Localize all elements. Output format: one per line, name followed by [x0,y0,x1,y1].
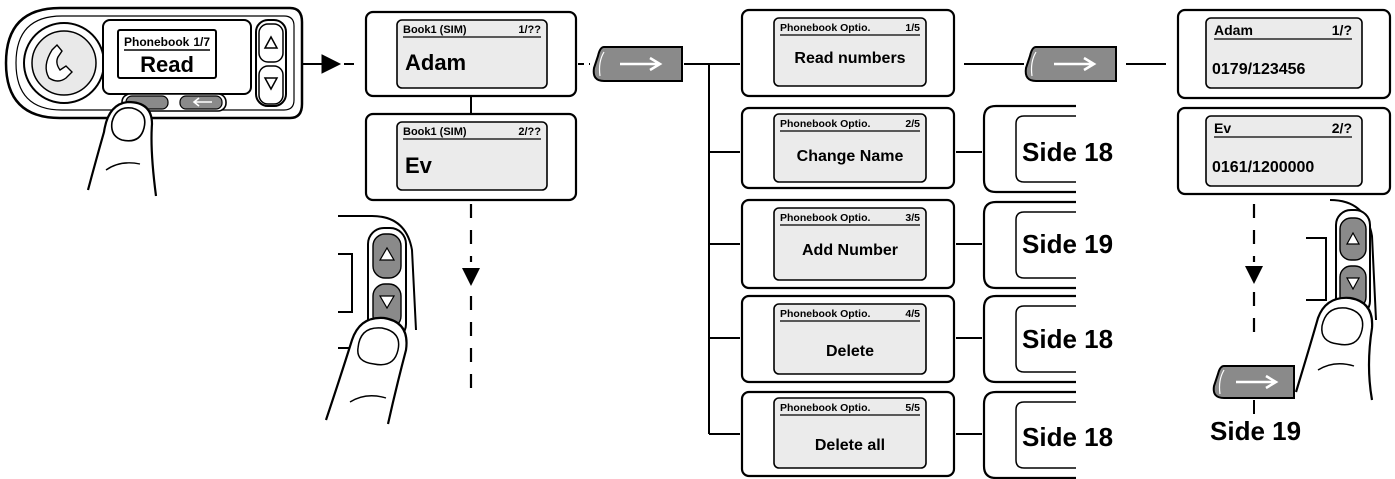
device-display-counter: 1/7 [193,35,210,49]
up-arrow-button[interactable] [1339,217,1367,261]
down-arrow-button[interactable] [258,65,284,105]
options-tree [684,63,740,435]
book-screen-1: Book1 (SIM) 1/?? Adam [364,10,578,98]
select-button-1[interactable] [592,46,683,82]
back-arrow-icon [192,97,212,107]
side-ref-2: Side 19 [1022,229,1113,259]
right-arrow-icon [1236,374,1279,390]
number-screen-2-counter: 2/? [1332,120,1352,136]
device-display [117,29,217,79]
device-display-title: Phonebook [124,35,190,49]
select-button-2[interactable] [1024,46,1117,82]
option-screen-1: Phonebook Optio. 1/5 Read numbers [740,8,956,98]
right-arrow-icon [1054,56,1097,72]
book-screen-1-title: Book1 (SIM) [403,24,467,36]
option-screen-1-title: Phonebook Optio. [780,22,870,34]
number-screen-2-value: 0161/1200000 [1212,159,1314,176]
option-screen-5-counter: 5/5 [905,402,920,414]
right-arrow-icon [620,56,663,72]
option-screen-1-counter: 1/5 [905,22,920,34]
scroll-down-indicator-1 [462,204,480,396]
option-screen-4-title: Phonebook Optio. [780,308,870,320]
book-screen-2: Book1 (SIM) 2/?? Ev [364,112,578,202]
side-ref-3: Side 18 [1022,324,1113,354]
option-screen-4-value: Delete [826,343,874,360]
number-screen-1: Adam 1/? 0179/123456 [1176,8,1392,100]
number-screen-1-counter: 1/? [1332,22,1352,38]
bottom-side-ref: Side 19 [1210,416,1301,446]
number-screen-1-title: Adam [1214,22,1253,38]
option-screen-2-value: Change Name [797,148,904,165]
scroll-down-indicator-2 [1245,204,1263,336]
up-arrow-button[interactable] [372,233,402,279]
option-screen-2-counter: 2/5 [905,118,920,130]
device-display-value: Read [140,52,194,77]
option-screen-3-counter: 3/5 [905,212,920,224]
book-screen-1-value: Adam [405,50,466,75]
option-screen-3: Phonebook Optio. 3/5 Add Number [740,198,956,290]
up-arrow-button[interactable] [258,23,284,63]
phone-call-icon[interactable] [23,22,105,104]
scroll-keys-hand-right [1294,199,1377,401]
option-screen-4-counter: 4/5 [905,308,920,320]
device-body-inner [15,15,295,111]
side-ref-box-1: Side 18 [982,104,1113,194]
option-screen-3-value: Add Number [802,242,898,259]
side-ref-box-3: Side 18 [982,294,1113,384]
device: Phonebook 1/7 Read [4,6,304,197]
book-screen-1-counter: 1/?? [518,24,541,36]
option-screen-1-value: Read numbers [794,50,905,67]
side-ref-box-4: Side 18 [982,390,1113,479]
book-screen-2-counter: 2/?? [518,126,541,138]
option-screen-3-title: Phonebook Optio. [780,212,870,224]
book-screen-2-value: Ev [405,153,433,178]
option-screen-5: Phonebook Optio. 5/5 Delete all [740,390,956,478]
scroll-keys-hand-left [324,215,417,425]
option-screen-2-title: Phonebook Optio. [780,118,870,130]
side-ref-1: Side 18 [1022,137,1113,167]
option-screen-4: Phonebook Optio. 4/5 Delete [740,294,956,384]
option-screen-5-title: Phonebook Optio. [780,402,870,414]
side-ref-box-2: Side 19 [982,200,1113,290]
number-screen-2: Ev 2/? 0161/1200000 [1176,106,1392,196]
number-screen-1-value: 0179/123456 [1212,61,1306,78]
option-screen-2: Phonebook Optio. 2/5 Change Name [740,106,956,190]
number-screen-2-title: Ev [1214,120,1231,136]
back-button[interactable] [179,95,223,110]
side-ref-4: Side 18 [1022,422,1113,452]
select-button-3[interactable] [1212,365,1295,399]
option-screen-5-value: Delete all [815,437,885,454]
connector-device-to-list [303,54,360,74]
book-screen-2-title: Book1 (SIM) [403,126,467,138]
